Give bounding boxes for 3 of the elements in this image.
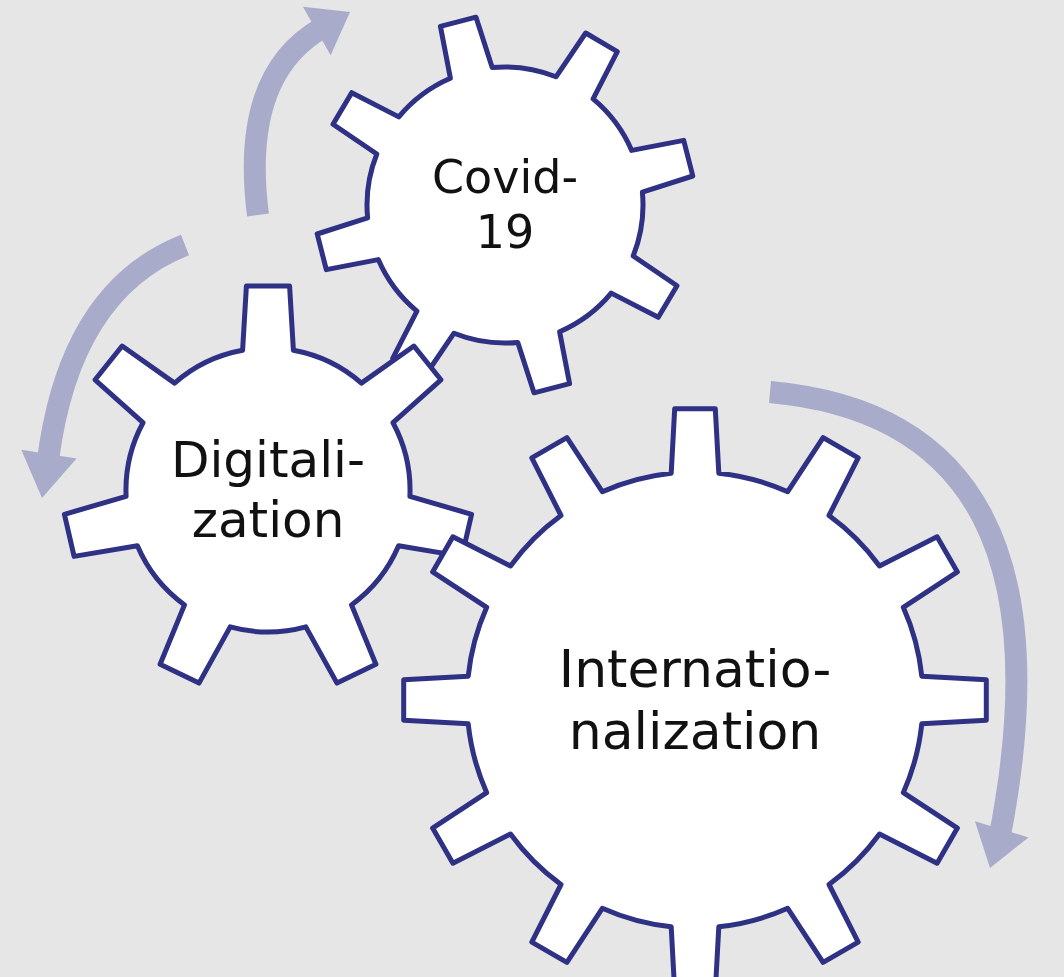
gear-label: Internatio- nalization (557, 637, 833, 763)
gear-label: Digitali- zation (169, 430, 367, 550)
gear-label: Covid- 19 (430, 149, 580, 261)
